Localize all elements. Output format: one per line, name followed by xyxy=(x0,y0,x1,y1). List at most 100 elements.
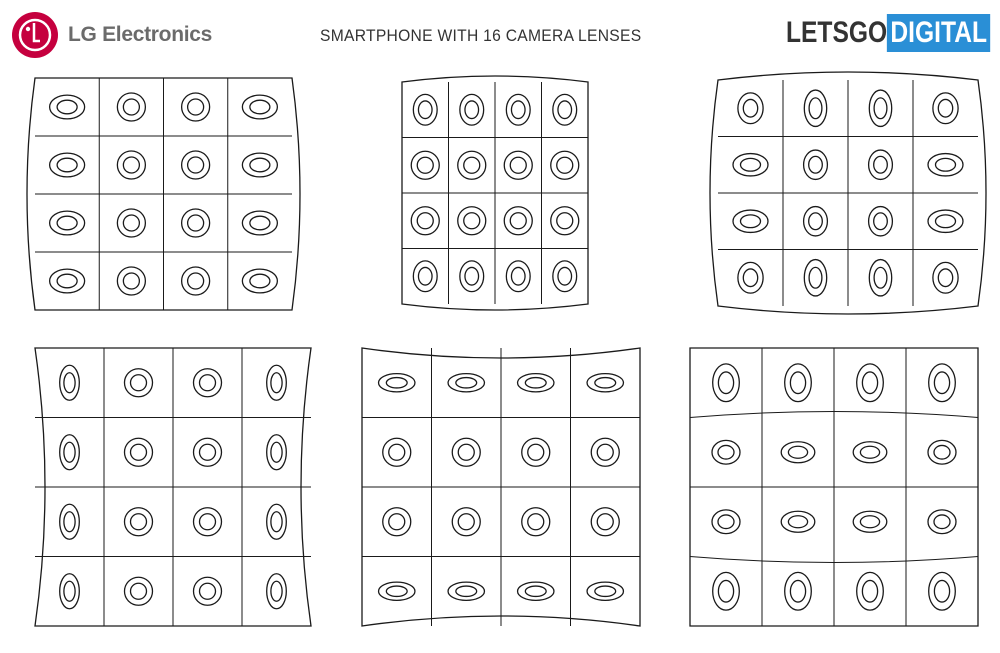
camera-lens-icon xyxy=(266,434,287,471)
camera-lens-icon xyxy=(732,152,769,177)
figure-outline xyxy=(34,347,312,627)
camera-lens-icon xyxy=(737,261,764,294)
camera-lens-icon xyxy=(712,571,740,611)
logo-letsgo: LETSGO xyxy=(786,16,888,49)
lg-logo-icon xyxy=(12,12,58,58)
camera-lens-icon xyxy=(123,507,154,537)
camera-lens-icon xyxy=(59,434,80,471)
camera-lens-icon xyxy=(868,258,893,297)
camera-lens-icon xyxy=(856,571,884,611)
camera-lens-icon xyxy=(552,93,578,126)
camera-lens-icon xyxy=(116,150,147,180)
camera-lens-icon xyxy=(457,150,487,180)
figure-outline xyxy=(689,347,979,627)
camera-lens-icon xyxy=(180,150,211,180)
camera-lens-icon xyxy=(59,503,80,540)
camera-lens-icon xyxy=(521,437,551,467)
lens-array-figure-6 xyxy=(689,347,979,627)
camera-lens-icon xyxy=(48,152,86,178)
camera-lens-icon xyxy=(932,261,959,294)
camera-lens-icon xyxy=(48,210,86,236)
camera-lens-icon xyxy=(516,372,555,393)
camera-lens-icon xyxy=(116,266,147,296)
camera-lens-icon xyxy=(266,364,287,401)
camera-lens-icon xyxy=(932,92,959,125)
camera-lens-icon xyxy=(410,150,440,180)
letsgo-digital-logo: LETSGO DIGITAL xyxy=(786,14,991,52)
camera-lens-icon xyxy=(459,260,485,293)
camera-lens-icon xyxy=(180,92,211,122)
lens-array-figure-1 xyxy=(26,77,301,311)
camera-lens-icon xyxy=(802,205,829,237)
camera-lens-icon xyxy=(737,92,764,125)
camera-lens-icon xyxy=(780,441,816,464)
page-title: SMARTPHONE WITH 16 CAMERA LENSES xyxy=(320,26,642,45)
lens-array-figure-4 xyxy=(34,347,312,627)
camera-lens-icon xyxy=(927,439,957,465)
camera-lens-icon xyxy=(192,368,223,398)
camera-lens-icon xyxy=(784,571,812,611)
camera-lens-icon xyxy=(192,507,223,537)
camera-lens-icon xyxy=(412,260,438,293)
camera-lens-icon xyxy=(784,363,812,403)
camera-lens-icon xyxy=(377,372,416,393)
figure-outline xyxy=(709,71,987,315)
camera-lens-icon xyxy=(927,152,964,177)
camera-lens-icon xyxy=(447,372,486,393)
camera-lens-icon xyxy=(451,437,481,467)
lens-array-figure-5 xyxy=(361,347,641,627)
lens-array-figure-2 xyxy=(401,75,589,311)
camera-lens-icon xyxy=(241,94,279,120)
camera-lens-icon xyxy=(410,206,440,236)
camera-lens-icon xyxy=(447,581,486,602)
camera-lens-icon xyxy=(382,437,412,467)
camera-lens-icon xyxy=(116,208,147,238)
camera-lens-icon xyxy=(803,89,828,128)
camera-lens-icon xyxy=(48,268,86,294)
camera-lens-icon xyxy=(123,576,154,606)
camera-lens-icon xyxy=(927,509,957,535)
camera-lens-icon xyxy=(586,581,625,602)
camera-lens-icon xyxy=(457,206,487,236)
camera-lens-icon xyxy=(590,437,620,467)
camera-lens-icon xyxy=(241,268,279,294)
camera-lens-icon xyxy=(503,206,533,236)
camera-lens-icon xyxy=(552,260,578,293)
camera-lens-icon xyxy=(377,581,416,602)
camera-lens-icon xyxy=(516,581,555,602)
camera-lens-icon xyxy=(711,509,741,535)
camera-lens-icon xyxy=(192,437,223,467)
camera-lens-icon xyxy=(780,510,816,533)
lens-array-figure-3 xyxy=(709,71,987,315)
camera-lens-icon xyxy=(732,209,769,234)
camera-lens-icon xyxy=(505,260,531,293)
camera-lens-icon xyxy=(712,363,740,403)
camera-lens-icon xyxy=(550,206,580,236)
figure-outline xyxy=(26,77,301,311)
camera-lens-icon xyxy=(868,89,893,128)
camera-lens-icon xyxy=(412,93,438,126)
figure-outline xyxy=(401,75,589,311)
camera-lens-icon xyxy=(192,576,223,606)
camera-lens-icon xyxy=(59,364,80,401)
camera-lens-icon xyxy=(867,205,894,237)
camera-lens-icon xyxy=(711,439,741,465)
camera-lens-icon xyxy=(123,368,154,398)
camera-lens-icon xyxy=(241,210,279,236)
camera-lens-icon xyxy=(382,507,412,537)
camera-lens-icon xyxy=(927,209,964,234)
camera-lens-icon xyxy=(48,94,86,120)
camera-lens-icon xyxy=(451,507,481,537)
camera-lens-icon xyxy=(123,437,154,467)
camera-lens-icon xyxy=(852,441,888,464)
camera-lens-icon xyxy=(503,150,533,180)
camera-lens-icon xyxy=(241,152,279,178)
camera-lens-icon xyxy=(867,149,894,181)
camera-lens-icon xyxy=(505,93,531,126)
camera-lens-icon xyxy=(180,208,211,238)
camera-lens-icon xyxy=(928,571,956,611)
camera-lens-icon xyxy=(266,503,287,540)
camera-lens-icon xyxy=(856,363,884,403)
camera-lens-icon xyxy=(180,266,211,296)
